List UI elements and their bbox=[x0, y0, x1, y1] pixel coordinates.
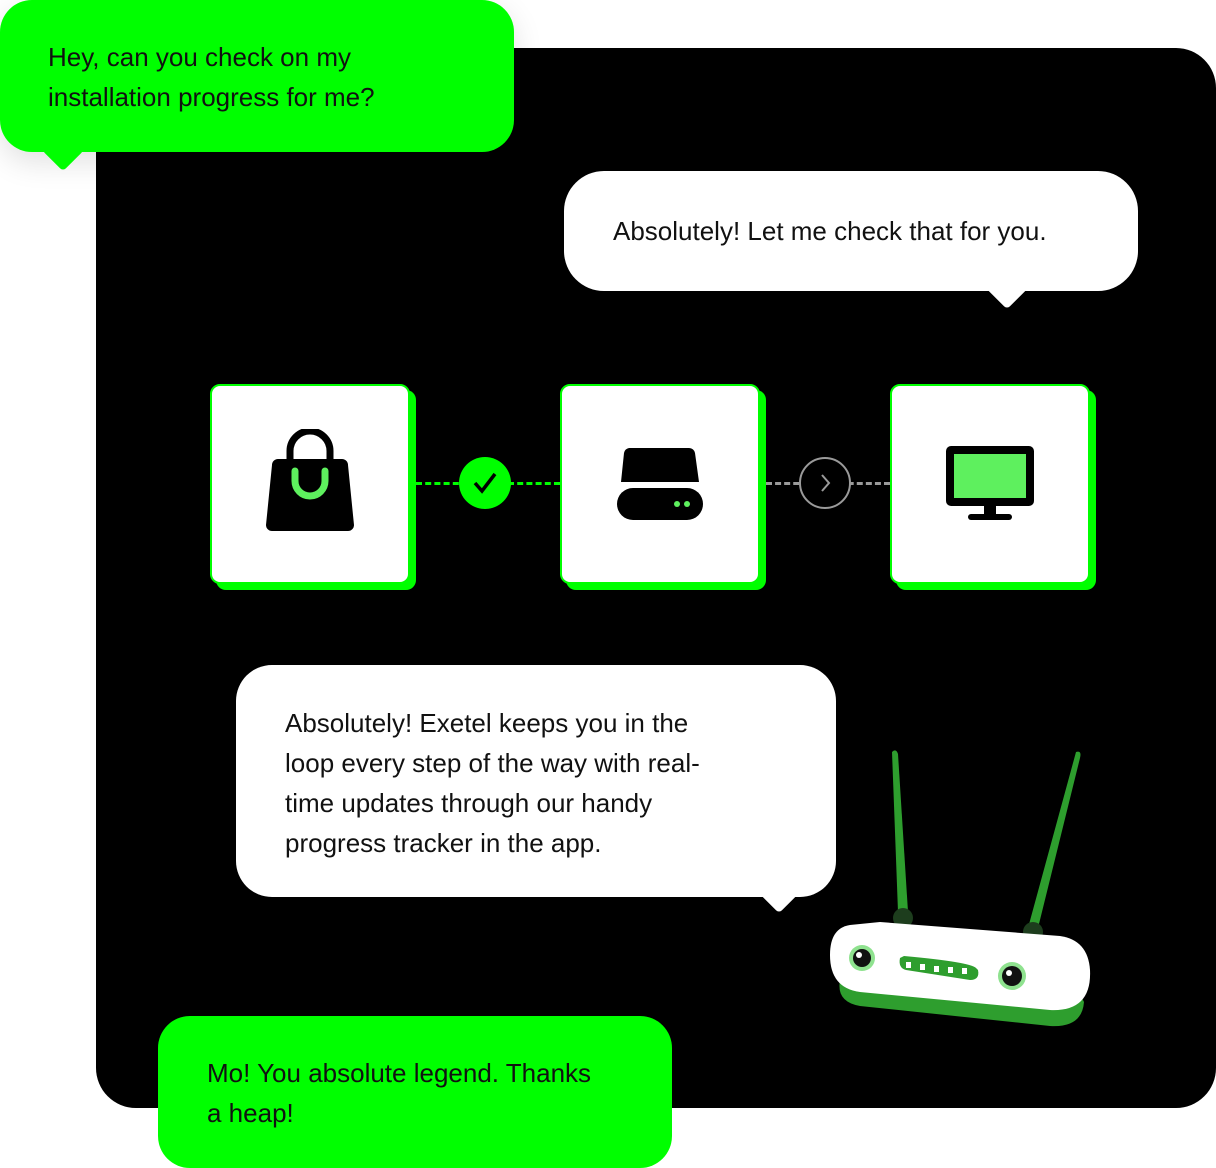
modem-icon bbox=[617, 447, 703, 520]
user-message-2: Mo! You absolute legend. Thanks a heap! bbox=[158, 1016, 672, 1168]
step-tv bbox=[890, 384, 1090, 584]
step-next-arrow bbox=[799, 457, 851, 509]
step-order bbox=[210, 384, 410, 584]
user-message-1: Hey, can you check on my installation pr… bbox=[0, 0, 514, 172]
message-line: Absolutely! Let me check that for you. bbox=[613, 216, 1047, 246]
router-mascot-illustration bbox=[830, 750, 1091, 1027]
message-line: installation progress for me? bbox=[48, 82, 375, 112]
message-line: loop every step of the way with real- bbox=[285, 748, 700, 778]
chevron-right-icon bbox=[821, 474, 831, 492]
message-line: Hey, can you check on my bbox=[48, 42, 351, 72]
bubble-tail bbox=[41, 128, 85, 172]
step-complete-check bbox=[459, 457, 511, 509]
monitor-icon bbox=[946, 446, 1034, 520]
message-line: a heap! bbox=[207, 1098, 294, 1128]
message-line: progress tracker in the app. bbox=[285, 828, 602, 858]
message-line: Absolutely! Exetel keeps you in the bbox=[285, 708, 689, 738]
checkmark-icon bbox=[473, 472, 497, 494]
message-line: time updates through our handy bbox=[285, 788, 653, 818]
shopping-bag-icon bbox=[266, 429, 354, 531]
step-modem bbox=[560, 384, 760, 584]
agent-message-2: Absolutely! Exetel keeps you in the loop… bbox=[236, 665, 836, 914]
message-line: Mo! You absolute legend. Thanks bbox=[207, 1058, 592, 1088]
agent-message-1: Absolutely! Let me check that for you. bbox=[564, 171, 1138, 310]
